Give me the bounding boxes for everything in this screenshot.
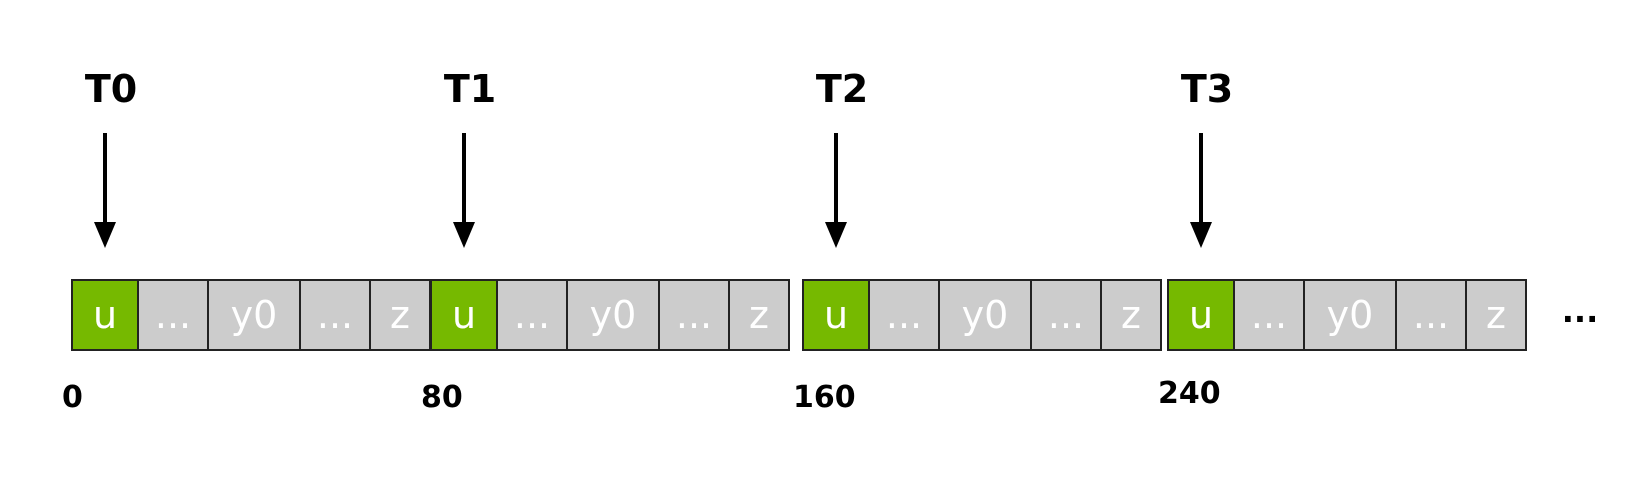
memory-cell	[938, 279, 1032, 351]
memory-cell-label: ...	[514, 293, 550, 337]
memory-cell-label: y0	[1327, 293, 1374, 337]
memory-cell-highlighted	[71, 279, 139, 351]
memory-cell-label: y0	[231, 293, 278, 337]
memory-cell-label: ...	[886, 293, 922, 337]
thread-label: T3	[1181, 67, 1233, 111]
thread-arrow-head	[94, 222, 116, 248]
thread-label: T0	[85, 67, 137, 111]
memory-cell	[1100, 279, 1162, 351]
memory-cell	[207, 279, 301, 351]
memory-cell-label: y0	[590, 293, 637, 337]
memory-cell-label: u	[93, 293, 117, 337]
thread-label: T1	[444, 67, 496, 111]
memory-cell-label: z	[390, 293, 410, 337]
offset-label: 240	[1158, 376, 1221, 411]
offset-label: 160	[793, 380, 856, 415]
offset-labels: 0 80 160 240	[62, 376, 1221, 415]
memory-cell-label: z	[1486, 293, 1506, 337]
memory-cell-label: ...	[1413, 293, 1449, 337]
thread-label: T2	[816, 67, 868, 111]
offset-label: 80	[421, 380, 463, 415]
memory-cell	[728, 279, 790, 351]
thread-pointers: T0 T1 T2 T3	[85, 67, 1233, 248]
memory-cell-label: u	[1189, 293, 1213, 337]
offset-label: 0	[62, 380, 83, 415]
memory-cell-label: ...	[1048, 293, 1084, 337]
thread-arrow-head	[453, 222, 475, 248]
memory-cell-highlighted	[430, 279, 498, 351]
thread-arrow-head	[1190, 222, 1212, 248]
continuation-ellipsis: ...	[1562, 292, 1598, 330]
memory-cell-label: u	[452, 293, 476, 337]
memory-cell	[1303, 279, 1397, 351]
memory-cell-label: z	[1121, 293, 1141, 337]
memory-cell-label: u	[824, 293, 848, 337]
memory-cell-label: ...	[155, 293, 191, 337]
memory-cell	[1465, 279, 1527, 351]
memory-cell	[137, 279, 209, 351]
memory-cell-label: y0	[962, 293, 1009, 337]
memory-cell-highlighted	[802, 279, 870, 351]
memory-cell-label: ...	[317, 293, 353, 337]
memory-cell-label: ...	[676, 293, 712, 337]
memory-cell-label: z	[749, 293, 769, 337]
memory-cell	[1030, 279, 1102, 351]
thread-arrow-head	[825, 222, 847, 248]
memory-cell	[1395, 279, 1467, 351]
memory-cell	[299, 279, 371, 351]
memory-cell-label: ...	[1251, 293, 1287, 337]
memory-cell	[868, 279, 940, 351]
